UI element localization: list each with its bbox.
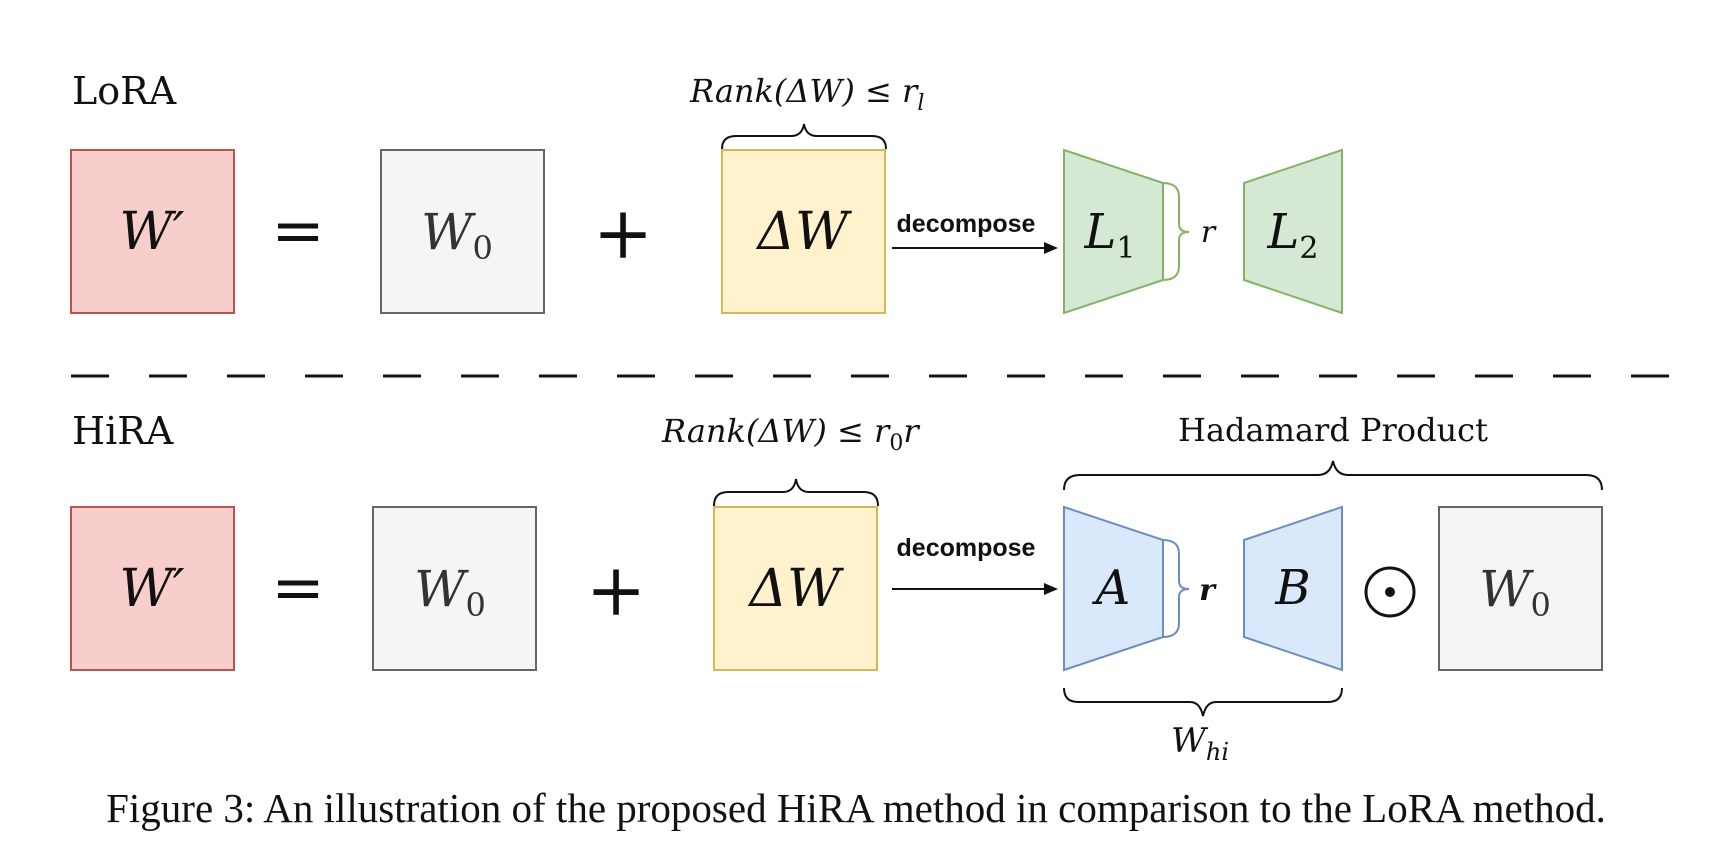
hadamard-product-label: Hadamard Product: [1178, 411, 1488, 449]
hira-r-label: r: [1199, 573, 1217, 608]
hira-w-prime-box: [70, 506, 235, 671]
hira-b-trapezoid: [1243, 505, 1343, 672]
hira-decompose-label: decompose: [897, 534, 1036, 562]
hadamard-product-brace: [1063, 460, 1603, 491]
hira-equals-sign: =: [271, 551, 325, 625]
lora-w0-label: W0: [421, 203, 493, 267]
lora-equals-sign: =: [271, 194, 325, 268]
lora-decompose-arrowhead: [1044, 242, 1058, 254]
lora-rank-brace: [721, 123, 887, 150]
lora-w0-box: [380, 149, 545, 314]
figure-caption: Figure 3: An illustration of the propose…: [106, 785, 1606, 831]
lora-delta-w-label: ΔW: [756, 202, 853, 262]
hira-delta-w-box: [713, 506, 878, 671]
lora-w-prime-label: W′: [119, 202, 184, 262]
hira-w0-right-label: W0: [1479, 560, 1551, 624]
lora-r-brace: [1162, 182, 1190, 281]
lora-l2-trapezoid: [1243, 148, 1343, 315]
hadamard-odot-symbol: [1364, 566, 1416, 618]
hira-title: HiRA: [72, 409, 174, 453]
hira-b-label: B: [1274, 560, 1310, 616]
lora-delta-w-box: [721, 149, 886, 314]
hira-plus-sign: +: [586, 548, 646, 632]
lora-decompose-label: decompose: [897, 210, 1036, 238]
hira-whi-brace: [1063, 687, 1343, 717]
lora-w-prime-box: [70, 149, 235, 314]
lora-r-label: r: [1201, 215, 1217, 250]
lora-l2-label: L2: [1267, 204, 1319, 266]
hira-w0-box: [372, 506, 537, 671]
hira-rank-label: Rank(ΔW) ≤ r0r: [661, 412, 920, 456]
hira-decompose-arrowhead: [1044, 583, 1058, 595]
lora-plus-sign: +: [593, 191, 653, 275]
lora-rank-label: Rank(ΔW) ≤ rl: [689, 72, 924, 116]
hira-rank-brace: [713, 478, 879, 507]
hira-whi-label: Whi: [1171, 721, 1229, 766]
hira-a-label: A: [1092, 560, 1131, 616]
hira-w-prime-label: W′: [119, 559, 184, 619]
lora-title: LoRA: [72, 69, 177, 113]
hira-w0-right-box: [1438, 506, 1603, 671]
hira-delta-w-label: ΔW: [748, 559, 845, 619]
hira-w0-label: W0: [414, 560, 486, 624]
lora-l1-label: L1: [1084, 204, 1136, 266]
hira-r-brace: [1162, 539, 1190, 638]
